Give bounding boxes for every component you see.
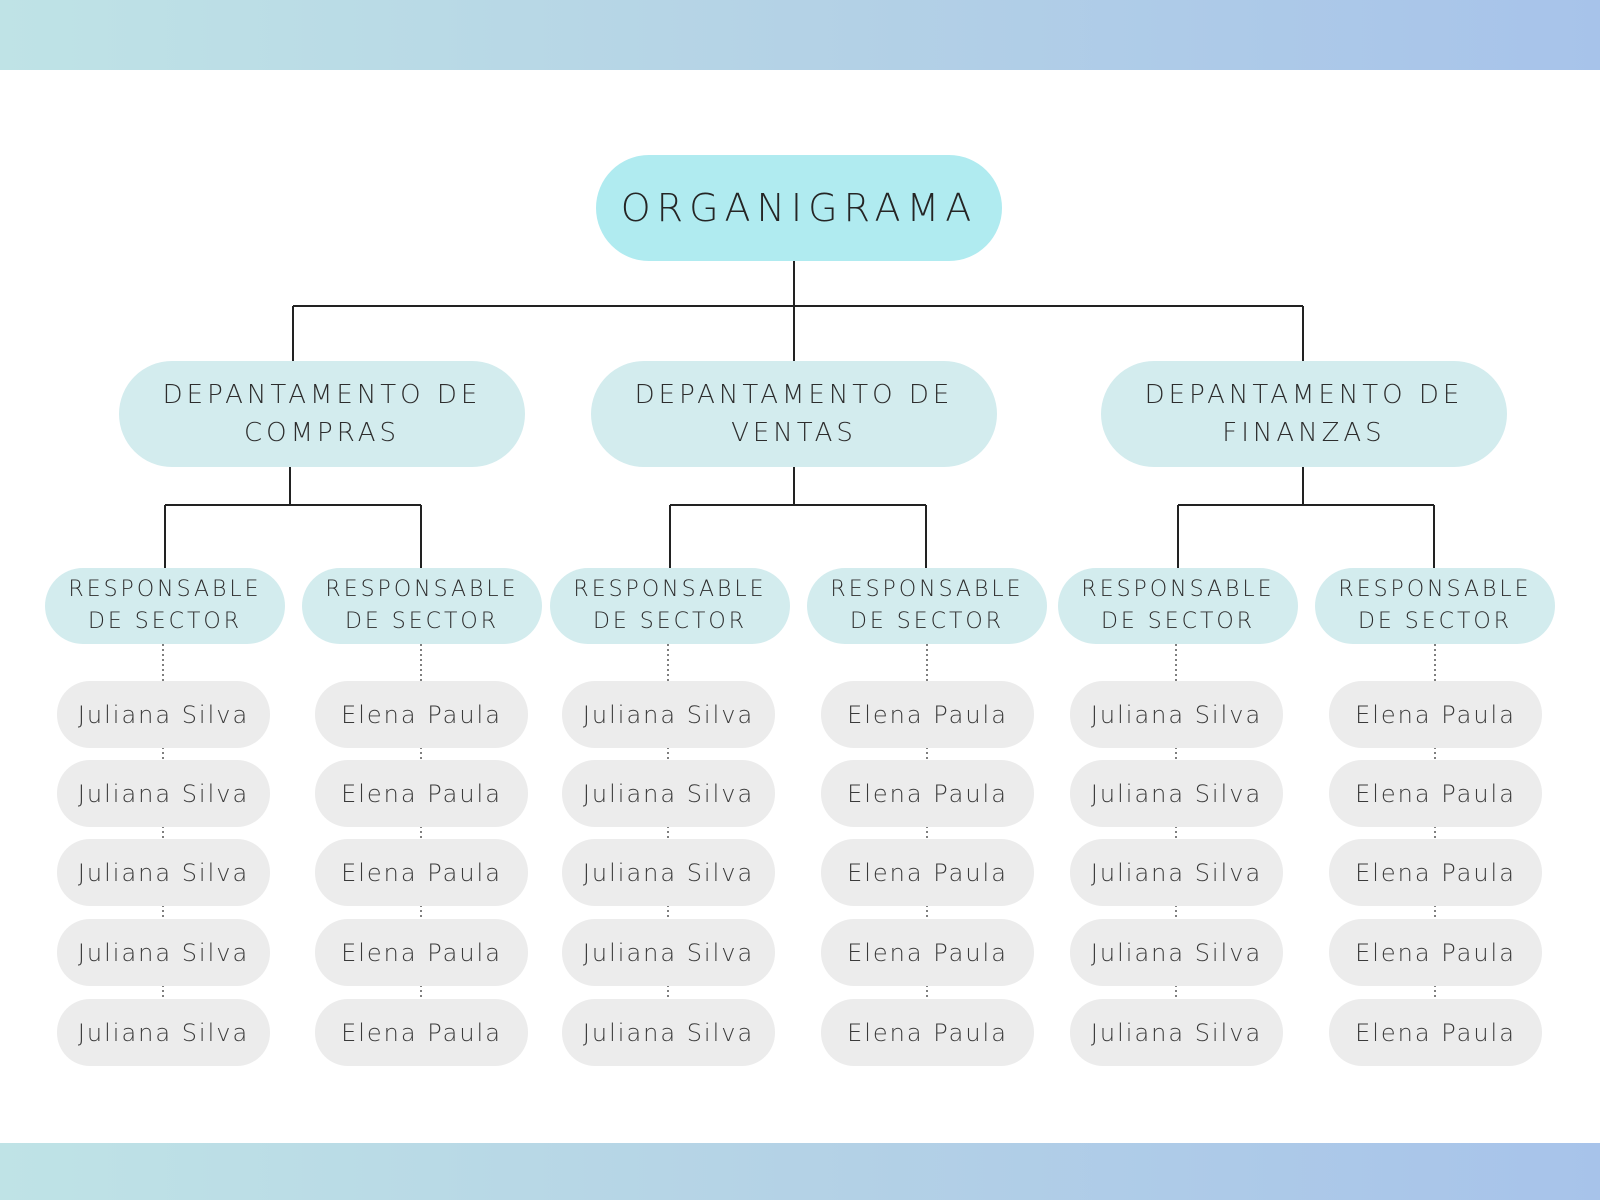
org-chart-title: ORGANIGRAMA <box>596 155 1002 261</box>
sector-head-compras-1: RESPONSABLE DE SECTOR <box>45 568 285 644</box>
member-pill: Elena Paula <box>315 999 528 1066</box>
member-pill: Elena Paula <box>821 839 1034 906</box>
member-pill: Juliana Silva <box>57 999 270 1066</box>
member-pill: Elena Paula <box>315 919 528 986</box>
sector-head-ventas-2: RESPONSABLE DE SECTOR <box>807 568 1047 644</box>
member-pill: Juliana Silva <box>562 839 775 906</box>
member-pill: Juliana Silva <box>57 760 270 827</box>
member-pill: Elena Paula <box>315 760 528 827</box>
member-pill: Juliana Silva <box>1070 839 1283 906</box>
member-pill: Elena Paula <box>821 681 1034 748</box>
member-pill: Elena Paula <box>821 999 1034 1066</box>
member-pill: Elena Paula <box>315 681 528 748</box>
member-pill: Juliana Silva <box>57 839 270 906</box>
bottom-gradient-band <box>0 1143 1600 1200</box>
top-gradient-band <box>0 0 1600 70</box>
member-pill: Juliana Silva <box>1070 999 1283 1066</box>
member-pill: Juliana Silva <box>1070 760 1283 827</box>
department-finanzas: DEPANTAMENTO DE FINANZAS <box>1101 361 1507 467</box>
member-pill: Elena Paula <box>315 839 528 906</box>
member-pill: Elena Paula <box>1329 760 1542 827</box>
member-pill: Elena Paula <box>1329 839 1542 906</box>
sector-head-compras-2: RESPONSABLE DE SECTOR <box>302 568 542 644</box>
department-compras: DEPANTAMENTO DE COMPRAS <box>119 361 525 467</box>
member-pill: Juliana Silva <box>57 681 270 748</box>
member-pill: Elena Paula <box>821 760 1034 827</box>
member-pill: Juliana Silva <box>562 919 775 986</box>
sector-head-ventas-1: RESPONSABLE DE SECTOR <box>550 568 790 644</box>
department-ventas: DEPANTAMENTO DE VENTAS <box>591 361 997 467</box>
member-pill: Juliana Silva <box>1070 919 1283 986</box>
member-pill: Elena Paula <box>821 919 1034 986</box>
sector-head-finanzas-2: RESPONSABLE DE SECTOR <box>1315 568 1555 644</box>
member-pill: Elena Paula <box>1329 999 1542 1066</box>
member-pill: Juliana Silva <box>1070 681 1283 748</box>
member-pill: Juliana Silva <box>562 681 775 748</box>
member-pill: Juliana Silva <box>57 919 270 986</box>
member-pill: Elena Paula <box>1329 919 1542 986</box>
sector-head-finanzas-1: RESPONSABLE DE SECTOR <box>1058 568 1298 644</box>
member-pill: Juliana Silva <box>562 999 775 1066</box>
member-pill: Elena Paula <box>1329 681 1542 748</box>
member-pill: Juliana Silva <box>562 760 775 827</box>
